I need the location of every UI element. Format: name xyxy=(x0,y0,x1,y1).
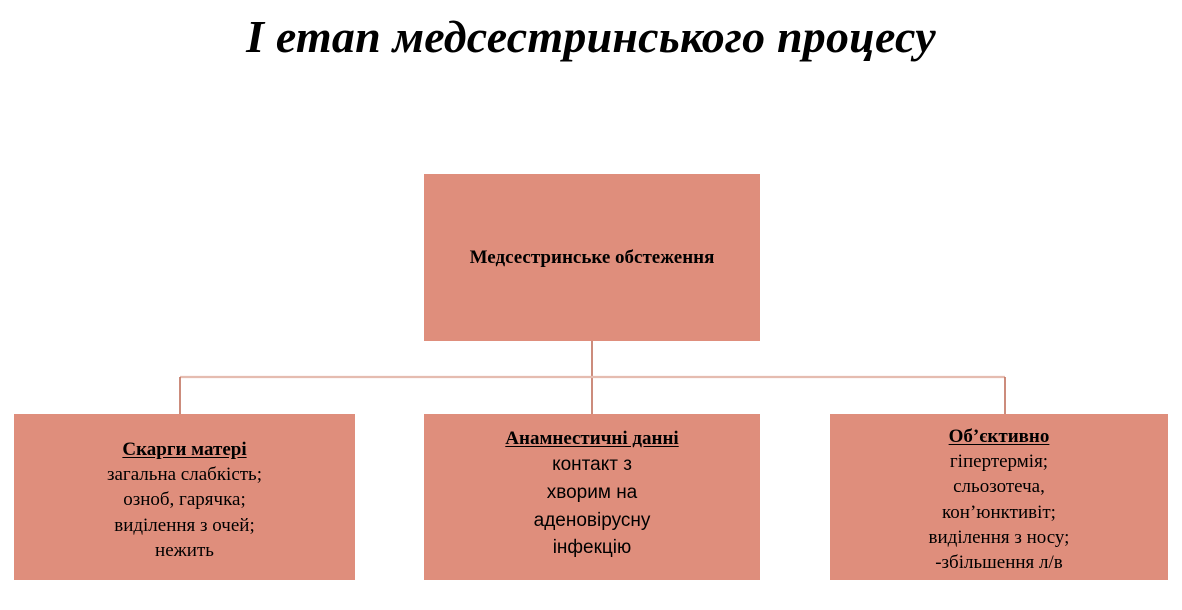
node-objective[interactable]: Об’єктивно гіпертермія; сльозотеча, кон’… xyxy=(830,414,1168,580)
node-complaints-body: загальна слабкість; озноб, гарячка; виді… xyxy=(106,464,263,561)
node-anamnesis-body: контакт з хворим на аденовірусну інфекці… xyxy=(533,454,651,559)
node-objective-heading: Об’єктивно xyxy=(948,426,1050,447)
node-complaints-heading: Скарги матері xyxy=(122,439,247,460)
node-complaints[interactable]: Скарги матері загальна слабкість; озноб,… xyxy=(14,414,355,580)
node-objective-body: гіпертермія; сльозотеча, кон’юнктивіт; в… xyxy=(928,451,1070,574)
node-root[interactable]: Медсестринське обстеження xyxy=(424,174,760,341)
node-anamnesis[interactable]: Анамнестичні данні контакт з хворим на а… xyxy=(424,414,760,580)
node-root-label: Медсестринське обстеження xyxy=(469,246,715,268)
node-anamnesis-heading: Анамнестичні данні xyxy=(505,428,679,449)
page-title: І етап медсестринського процесу xyxy=(246,11,936,62)
